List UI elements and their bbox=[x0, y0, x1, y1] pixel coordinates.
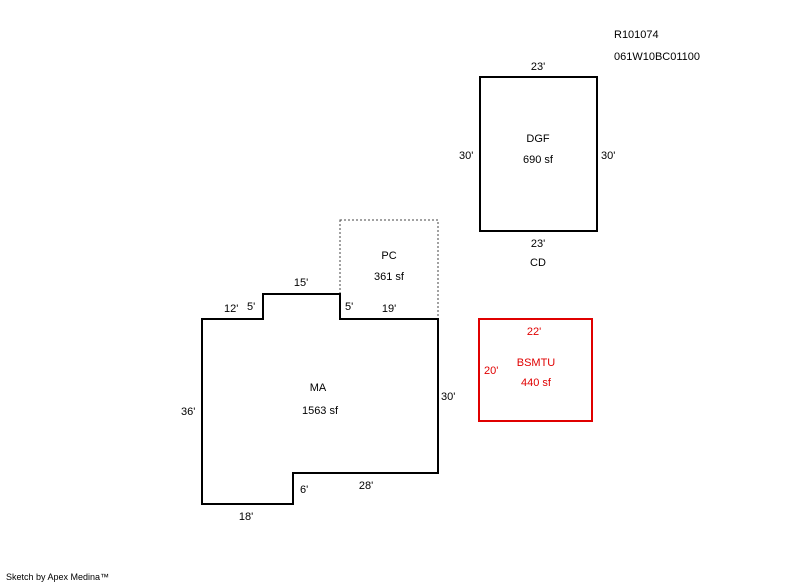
cd-label: CD bbox=[530, 257, 546, 269]
dgf-right-dimension: 30' bbox=[601, 150, 615, 162]
ma-dimension-6: 6' bbox=[300, 484, 308, 496]
dgf-top-dimension: 23' bbox=[531, 61, 545, 73]
ma-dimension-12: 12' bbox=[224, 303, 238, 315]
bsmtu-left-dimension: 20' bbox=[484, 365, 498, 377]
ma-dimension-19: 19' bbox=[382, 303, 396, 315]
bsmtu-area-label: 440 sf bbox=[521, 377, 552, 389]
bsmtu-top-dimension: 22' bbox=[527, 326, 541, 338]
ma-dimension-30: 30' bbox=[441, 391, 455, 403]
dgf-outline bbox=[479, 76, 598, 232]
ma-dimension-5-left: 5' bbox=[247, 301, 255, 313]
ma-dimension-5-right: 5' bbox=[345, 301, 353, 313]
parcel-id: R101074 bbox=[614, 29, 659, 41]
sketch-credit: Sketch by Apex Medina™ bbox=[6, 572, 110, 582]
ma-dimension-18: 18' bbox=[239, 511, 253, 523]
ma-dimension-28: 28' bbox=[359, 480, 373, 492]
pc-area-label: 361 sf bbox=[374, 271, 405, 283]
dgf-code-label: DGF bbox=[526, 133, 550, 145]
dgf-bottom-dimension: 23' bbox=[531, 238, 545, 250]
pc-code-label: PC bbox=[381, 250, 396, 262]
dgf-area-label: 690 sf bbox=[523, 154, 554, 166]
ma-area-label: 1563 sf bbox=[302, 405, 339, 417]
ma-dimension-15: 15' bbox=[294, 277, 308, 289]
ma-dimension-36: 36' bbox=[181, 406, 195, 418]
map-id: 061W10BC01100 bbox=[614, 51, 700, 63]
ma-code-label: MA bbox=[310, 382, 327, 394]
dgf-left-dimension: 30' bbox=[459, 150, 473, 162]
bsmtu-code-label: BSMTU bbox=[517, 357, 556, 369]
bsmtu-outline bbox=[478, 318, 593, 422]
ma-outline bbox=[201, 293, 439, 505]
